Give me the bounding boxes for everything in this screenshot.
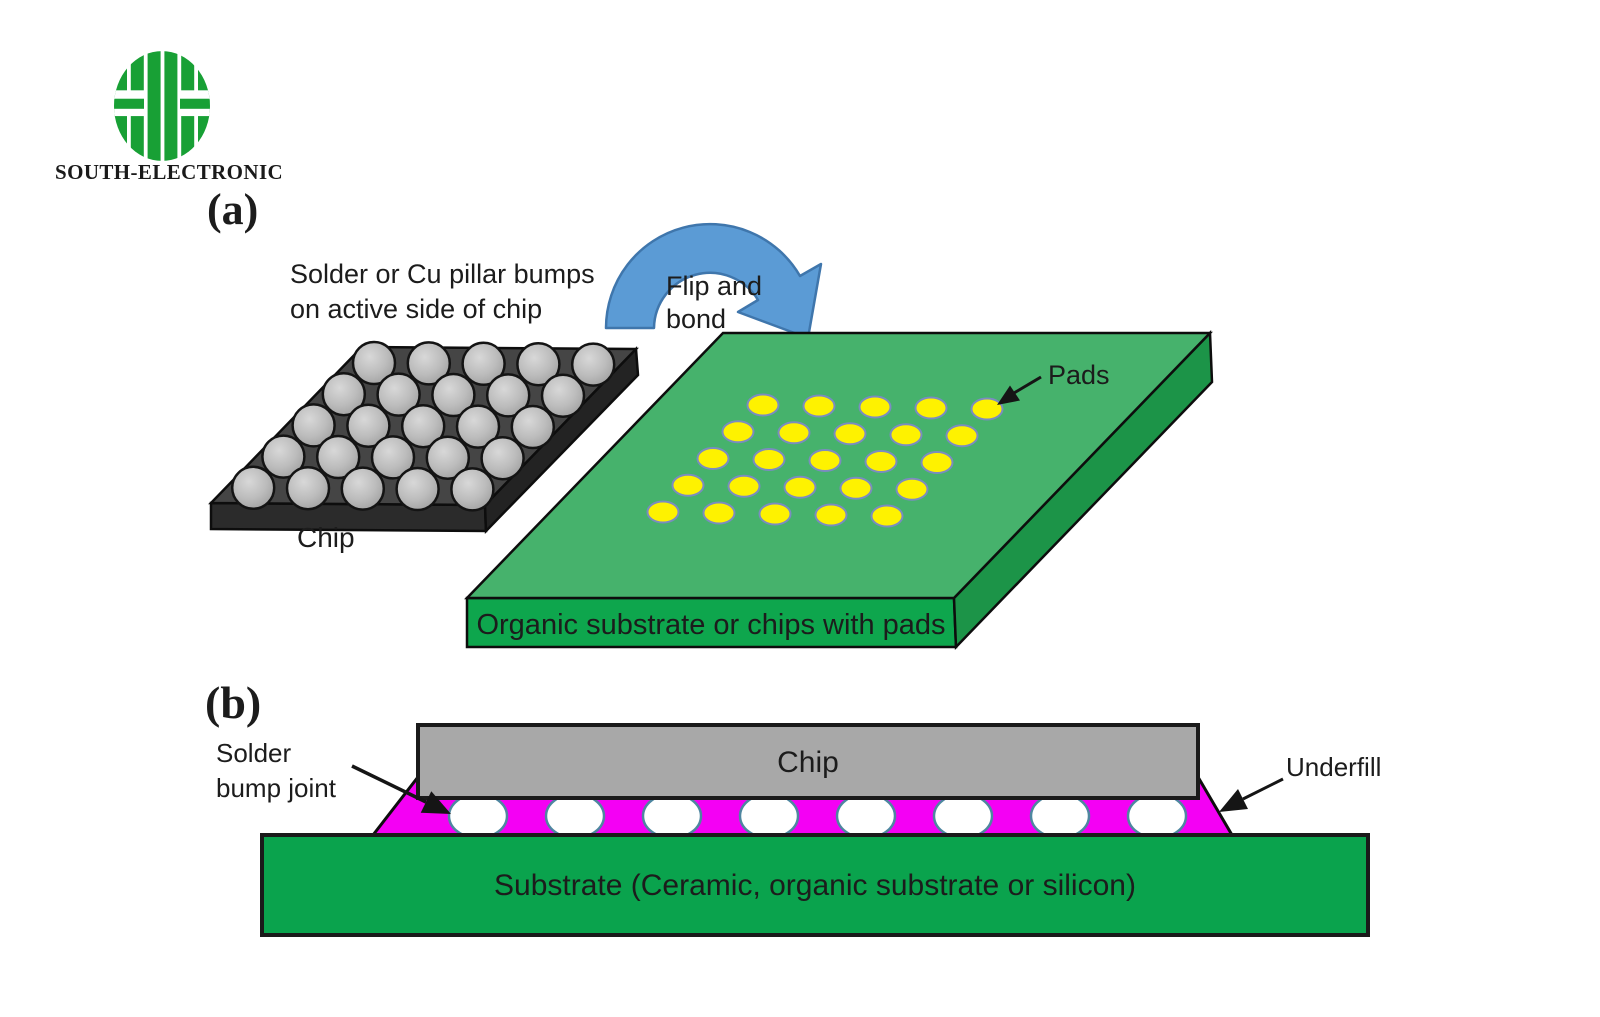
chip-bump — [291, 403, 336, 448]
substrate-pad — [920, 451, 954, 474]
substrate-pad — [746, 393, 780, 417]
chip-b — [416, 723, 1200, 800]
substrate-b — [260, 833, 1370, 937]
solder-bump-row — [447, 792, 1188, 840]
chip-bump — [510, 404, 556, 450]
solder-bump — [932, 792, 994, 840]
chip-bump — [461, 341, 506, 387]
chip-b-label: Chip — [777, 746, 839, 779]
solder-joint-label-line2: bump joint — [216, 773, 337, 803]
solder-bump — [447, 792, 509, 840]
chip-bump — [340, 466, 386, 511]
solder-bump — [1126, 792, 1188, 840]
underfill-label: Underfill — [1286, 752, 1381, 782]
substrate-pad — [839, 476, 873, 500]
chip-bump — [485, 373, 531, 418]
solder-bump — [641, 792, 703, 840]
chip-bump — [351, 340, 397, 386]
chip-bump — [285, 465, 331, 511]
substrate-pad — [752, 448, 786, 471]
substrate-pad — [702, 501, 736, 525]
substrate-a-caption: Organic substrate or chips with pads — [476, 609, 945, 641]
chip-bump — [480, 435, 525, 481]
chip-bump — [346, 403, 391, 449]
chip-a — [208, 340, 640, 534]
chip-bump — [315, 434, 361, 480]
substrate-b-caption: Substrate (Ceramic, organic substrate or… — [494, 869, 1136, 902]
substrate-pad — [721, 420, 755, 444]
brand-logo-icon — [114, 51, 210, 161]
chip-bump — [376, 372, 421, 417]
substrate-pad — [814, 503, 848, 527]
bumps-caption-line2: on active side of chip — [290, 294, 542, 324]
chip-bump — [450, 467, 495, 512]
chip-bump — [570, 342, 616, 387]
solder-bump — [544, 792, 606, 840]
substrate-pad — [914, 396, 948, 420]
substrate-pad — [808, 449, 842, 472]
substrate-pad — [727, 474, 761, 498]
bumps-caption-line1: Solder or Cu pillar bumps — [290, 259, 595, 289]
substrate-pad — [870, 504, 904, 528]
substrate-pad — [833, 422, 867, 446]
substrate-pad — [889, 423, 923, 447]
solder-joint-arrow — [351, 764, 451, 814]
flip-arrow — [604, 222, 823, 340]
chip-bump — [425, 435, 471, 481]
substrate-pad — [646, 500, 680, 524]
flip-caption-line2: bond — [666, 304, 726, 334]
chip-a-label: Chip — [297, 522, 355, 553]
solder-bump — [1029, 792, 1091, 840]
chip-bump — [230, 465, 276, 511]
substrate-pad — [945, 424, 979, 448]
substrate-pad — [696, 447, 730, 470]
substrate-pad — [858, 395, 892, 419]
substrate-pad — [802, 394, 836, 418]
pads-label: Pads — [1048, 360, 1110, 390]
pad-array — [646, 393, 1004, 528]
substrate-pad — [671, 473, 705, 497]
solder-bump — [835, 792, 897, 840]
flip-caption-line1: Flip and — [666, 271, 762, 301]
solder-joint-label-line1: Solder — [216, 738, 291, 768]
panel-a-label: (a) — [207, 185, 258, 234]
substrate-a — [464, 330, 1214, 650]
chip-bump — [370, 435, 416, 480]
chip-bump — [540, 373, 586, 419]
substrate-pad — [864, 450, 898, 473]
chip-bump — [261, 434, 306, 479]
substrate-pad — [783, 475, 817, 499]
chip-bump — [321, 371, 367, 417]
chip-bump — [431, 372, 476, 418]
chip-bump — [516, 341, 561, 387]
brand-name: SOUTH-ELECTRONIC — [55, 160, 284, 184]
substrate-pad — [758, 502, 792, 526]
substrate-pad — [970, 397, 1004, 421]
panel-b-label: (b) — [205, 677, 261, 728]
substrate-pad — [777, 421, 811, 445]
pads-arrow — [997, 375, 1042, 405]
chip-bump — [395, 466, 440, 512]
chip-bump — [455, 404, 501, 449]
underfill-arrow — [1219, 777, 1284, 812]
chip-bump — [406, 341, 452, 386]
substrate-pad — [895, 477, 929, 501]
chip-bump — [400, 403, 446, 449]
chip-bump-array — [230, 340, 616, 512]
solder-bump — [738, 792, 800, 840]
